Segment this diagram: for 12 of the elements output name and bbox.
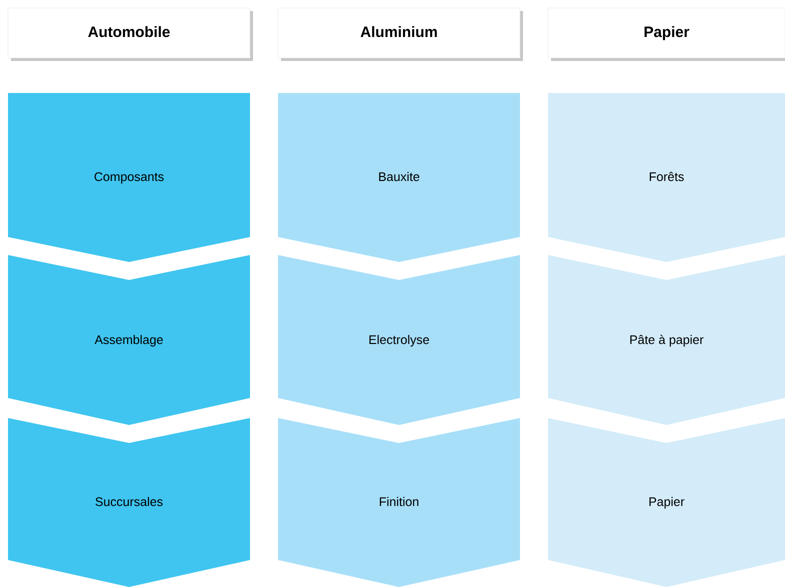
step-box: Finition — [278, 418, 520, 587]
step-box: Bauxite — [278, 93, 520, 262]
step-box: Composants — [8, 93, 250, 262]
header-box: Papier — [548, 8, 785, 61]
header-box: Automobile — [8, 8, 253, 61]
step-box: Forêts — [548, 93, 785, 262]
header-box: Aluminium — [278, 8, 523, 61]
step-box: Succursales — [8, 418, 250, 587]
step-box: Papier — [548, 418, 785, 587]
step-box: Electrolyse — [278, 255, 520, 425]
step-box: Pâte à papier — [548, 255, 785, 425]
step-box: Assemblage — [8, 255, 250, 425]
